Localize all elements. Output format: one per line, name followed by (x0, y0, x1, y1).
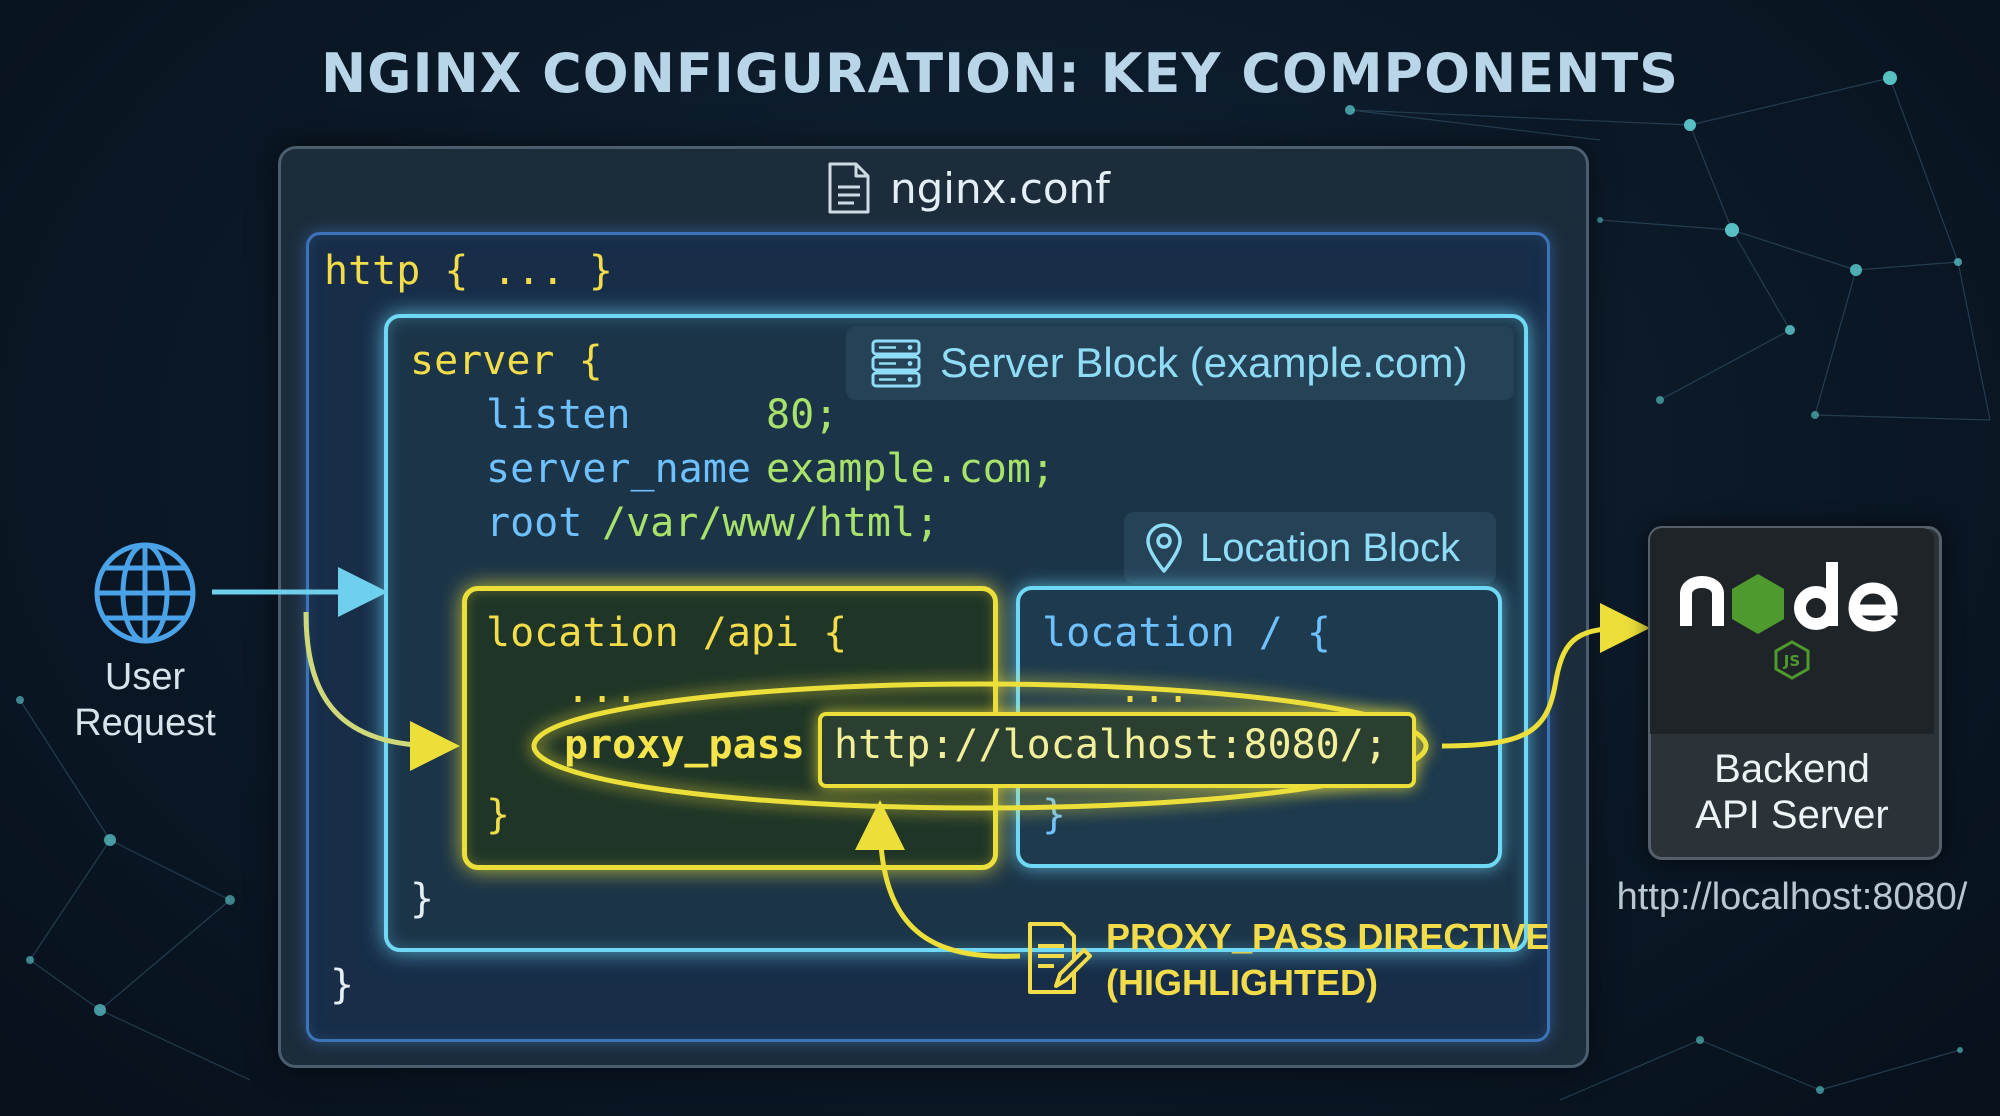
user-label-line1: User (104, 656, 186, 698)
location-block-tag: Location Block (1124, 512, 1496, 584)
location-api-open: location /api { (486, 610, 848, 656)
backend-label-line2: API Server (1695, 793, 1889, 837)
proxy-to-backend-arrow (1441, 603, 1650, 749)
annotation-line1: PROXY_PASS DIRECTIVE (1106, 916, 1550, 957)
server-block-tag: Server Block (example.com) (846, 326, 1514, 400)
file-name: nginx.conf (890, 163, 1110, 213)
annotation-label: PROXY_PASS DIRECTIVE (HIGHLIGHTED) (1106, 914, 1549, 1006)
directive-listen-key: listen (486, 392, 631, 438)
server-block-label: Server Block (example.com) (940, 339, 1468, 386)
directive-server-name-value: example.com; (766, 446, 1055, 492)
directive-root-key: root (486, 500, 583, 546)
location-api-ellipsis: ... (566, 666, 639, 712)
directive-server-name-key: server_name (486, 446, 751, 492)
location-root-close: } (1042, 792, 1067, 838)
backend-label-line1: Backend (1714, 747, 1870, 791)
directive-root-value: /var/www/html; (602, 500, 940, 546)
nodejs-logo-icon: JS (1680, 562, 1898, 680)
globe-icon (94, 542, 196, 644)
http-block-open: http { ... } (324, 248, 613, 294)
directive-listen-value: 80; (766, 392, 839, 438)
location-block-label: Location Block (1200, 525, 1461, 570)
server-icon (871, 339, 921, 388)
edit-document-icon (1028, 922, 1092, 994)
page-title: NGINX CONFIGURATION: KEY COMPONENTS (320, 42, 1680, 105)
annotation-arrow (855, 800, 1021, 959)
map-pin-icon (1146, 523, 1182, 573)
annotation-line2: (HIGHLIGHTED) (1106, 962, 1378, 1003)
user-to-location-api-arrow (303, 611, 460, 771)
server-block-open: server { (410, 338, 603, 384)
backend-label: Backend API Server (1648, 746, 1936, 838)
proxy-url-highlight-box (818, 712, 1416, 788)
backend-url: http://localhost:8080/ (1616, 876, 1968, 918)
proxy-pass-url: http://localhost:8080/; (834, 722, 1388, 768)
user-label-line2: Request (74, 702, 216, 744)
http-block-close: } (330, 962, 355, 1008)
user-request-label: User Request (40, 654, 250, 746)
location-api-close: } (486, 792, 511, 838)
document-icon (828, 162, 870, 214)
node-logo-area (1650, 528, 1934, 734)
location-root-open: location / { (1042, 610, 1331, 656)
file-header: nginx.conf (826, 160, 1110, 216)
js-badge-text: JS (1783, 652, 1800, 670)
server-block-close: } (410, 876, 435, 922)
proxy-pass-key: proxy_pass (564, 722, 805, 768)
